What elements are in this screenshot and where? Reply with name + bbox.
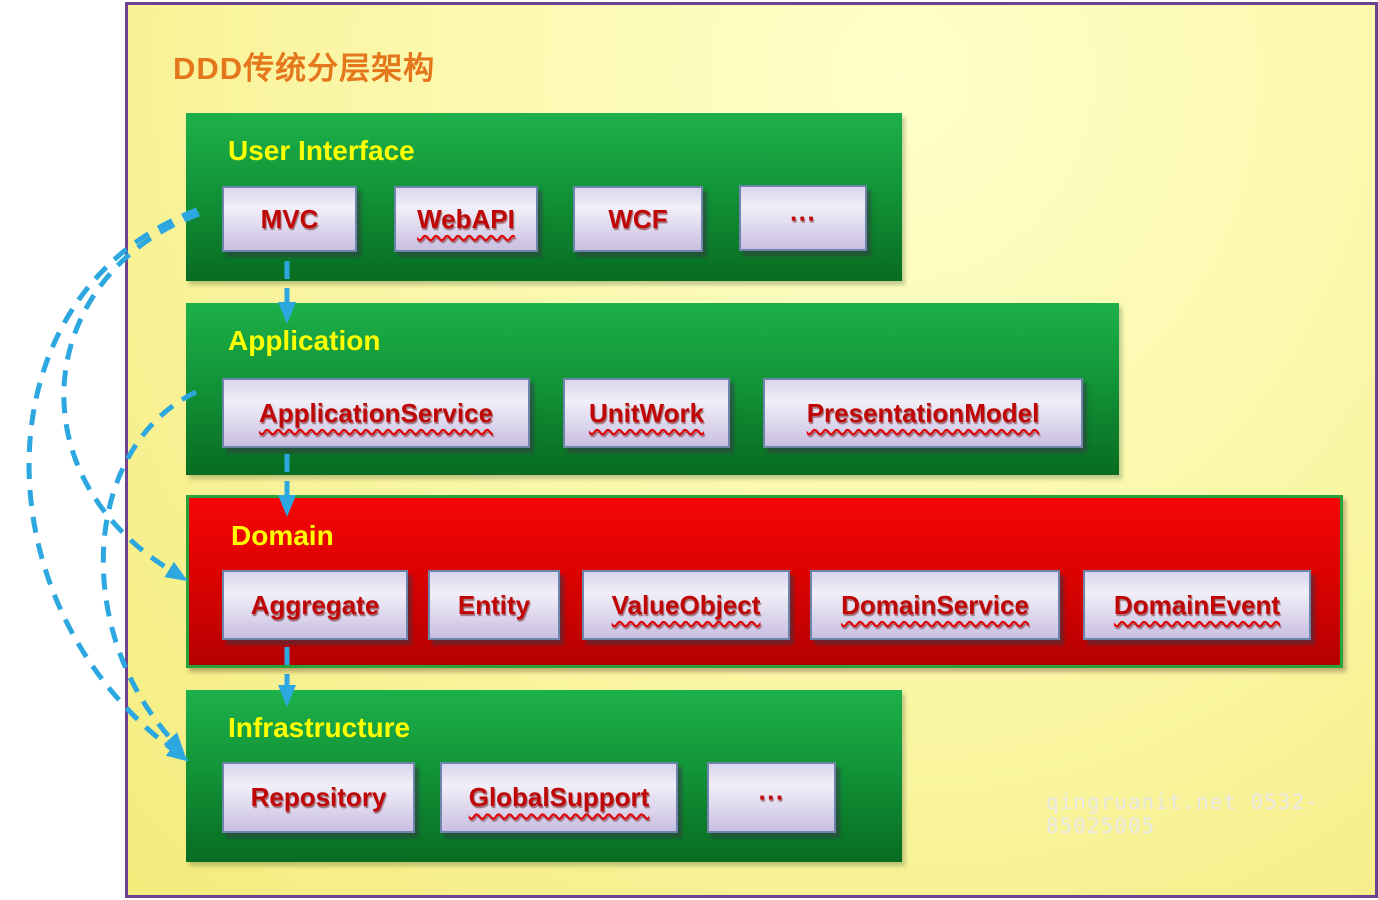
box-value-object-label: ValueObject <box>611 589 761 620</box>
box-infra-ellipsis: ··· <box>707 762 836 833</box>
box-ui-ellipsis-label: ··· <box>790 202 816 233</box>
diagram-title: DDD传统分层架构 <box>173 51 436 86</box>
box-webapi: WebAPI <box>394 186 538 252</box>
layer-infrastructure-label: Infrastructure <box>228 712 411 743</box>
box-global-support-label: GlobalSupport <box>468 782 650 812</box>
box-wcf: WCF <box>573 186 703 252</box>
box-unitwork: UnitWork <box>563 378 730 448</box>
box-global-support: GlobalSupport <box>440 762 678 833</box>
layer-user-interface: User Interface MVC WebAPI WCF ··· <box>186 113 902 281</box>
box-wcf-label: WCF <box>608 203 668 234</box>
box-ui-ellipsis: ··· <box>739 185 867 251</box>
box-application-service-label: ApplicationService <box>258 397 494 428</box>
layer-application-label: Application <box>228 325 381 356</box>
box-application-service: ApplicationService <box>222 378 530 448</box>
layer-user-interface-label: User Interface <box>228 135 415 166</box>
box-entity-label: Entity <box>457 589 531 620</box>
box-mvc-label: MVC <box>260 203 319 234</box>
box-presentation-model-label: PresentationModel <box>806 397 1040 428</box>
box-domain-event-label: DomainEvent <box>1113 589 1281 620</box>
box-domain-event: DomainEvent <box>1083 570 1311 640</box>
box-infra-ellipsis-label: ··· <box>758 782 785 812</box>
box-domain-service-label: DomainService <box>841 589 1029 620</box>
layer-domain: Domain Aggregate Entity ValueObject Doma… <box>186 495 1343 668</box>
box-entity: Entity <box>428 570 560 640</box>
box-domain-service: DomainService <box>810 570 1060 640</box>
box-repository-label: Repository <box>250 782 387 812</box>
box-unitwork-label: UnitWork <box>588 397 705 428</box>
box-mvc: MVC <box>222 186 357 252</box>
layer-domain-label: Domain <box>231 520 334 551</box>
box-aggregate: Aggregate <box>222 570 408 640</box>
box-value-object: ValueObject <box>582 570 790 640</box>
layer-infrastructure: Infrastructure Repository GlobalSupport … <box>186 690 902 862</box>
layer-application: Application ApplicationService UnitWork … <box>186 303 1119 475</box>
box-presentation-model: PresentationModel <box>763 378 1083 448</box>
box-aggregate-label: Aggregate <box>250 589 380 620</box>
box-webapi-label: WebAPI <box>417 203 515 234</box>
box-repository: Repository <box>222 762 415 833</box>
watermark: qingruanit.net 0532-85025005 <box>1046 790 1319 838</box>
